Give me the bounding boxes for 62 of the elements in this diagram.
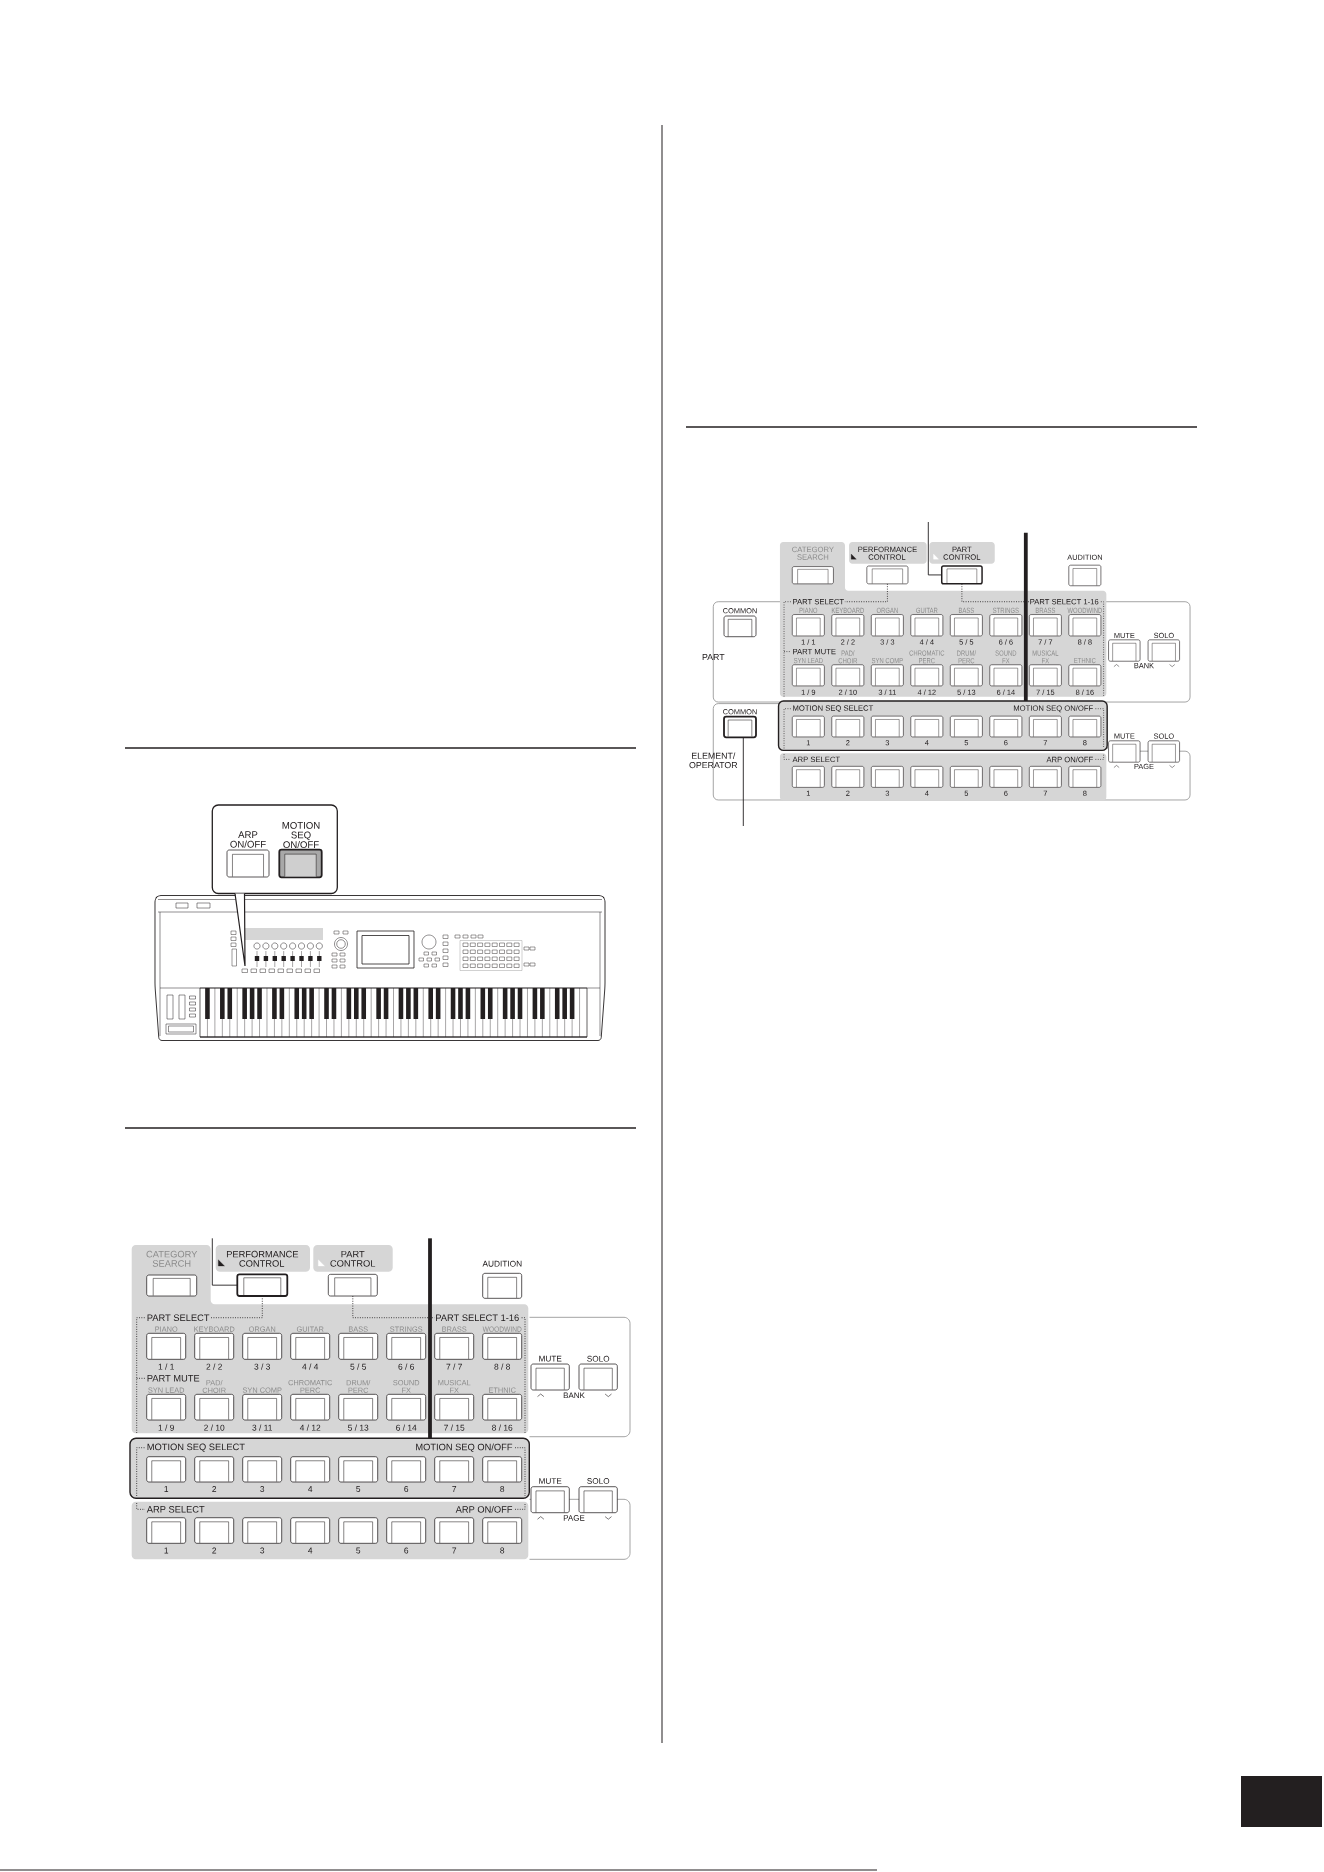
leader-line: [428, 1238, 432, 1439]
button-number: 5 / 5: [350, 1363, 366, 1370]
section-label: PART: [702, 654, 725, 661]
button-label: CATEGORY SEARCH: [146, 1250, 198, 1267]
button-label: AUDITION: [482, 1260, 522, 1267]
button-number: 5: [356, 1486, 361, 1492]
dotted-connector: [209, 1295, 263, 1319]
button-number: 4 / 12: [299, 1424, 321, 1431]
function-label: PAGE: [563, 1515, 585, 1521]
function-label: BANK: [563, 1392, 585, 1399]
group-heading: PART SELECT 1-16: [436, 1314, 519, 1321]
group-heading: PART MUTE: [147, 1375, 200, 1382]
dotted-connector: [844, 583, 888, 603]
button-label: ARP ON/OFF: [230, 831, 266, 848]
group-heading: MOTION SEQ SELECT: [147, 1443, 245, 1452]
button-number: 2: [212, 1486, 217, 1492]
button-number: 8: [500, 1486, 505, 1492]
group-heading: ARP SELECT: [146, 1506, 205, 1513]
button-number: 1 / 1: [158, 1363, 174, 1370]
group-heading: MOTION SEQ ON/OFF: [416, 1443, 513, 1452]
button-number: 3 / 3: [254, 1363, 270, 1370]
leader-line: [742, 736, 744, 827]
dotted-connector: [961, 583, 1030, 603]
button-number: 2 / 10: [204, 1424, 225, 1431]
button-label: MUTE: [539, 1355, 562, 1362]
button-number: 8 / 16: [492, 1424, 513, 1431]
leader-line: [211, 1237, 238, 1286]
button-number: 1 / 9: [158, 1424, 174, 1431]
button-number: 1: [164, 1486, 169, 1492]
button-number: 8 / 8: [494, 1363, 510, 1370]
group-heading: PART SELECT: [147, 1314, 210, 1321]
button-number: 6: [404, 1547, 409, 1554]
button-number: 8: [500, 1547, 505, 1554]
button-number: 3: [260, 1547, 265, 1554]
button-number: 5 / 13: [348, 1424, 369, 1431]
leader-line: [1023, 532, 1028, 701]
button-number: 5: [356, 1547, 361, 1554]
leader-line: [927, 521, 943, 576]
button-number: 4: [308, 1547, 313, 1554]
button-number: 2 / 2: [206, 1363, 222, 1370]
button-number: 6 / 6: [398, 1363, 414, 1370]
button-label: MUTE: [539, 1478, 562, 1484]
button-number: 7: [452, 1547, 457, 1554]
button-number: 4: [308, 1486, 313, 1492]
button-number: 2: [212, 1547, 217, 1554]
button-number: 3 / 11: [252, 1424, 272, 1431]
button-number: 1: [164, 1547, 169, 1554]
button-number: 7 / 7: [446, 1363, 462, 1370]
button-number: 7: [452, 1486, 457, 1492]
button-label: PART CONTROL: [330, 1250, 376, 1267]
button-number: 6: [404, 1486, 409, 1492]
button-number: 7 / 15: [444, 1424, 465, 1431]
group-heading: ARP ON/OFF: [455, 1505, 513, 1513]
button-number: 4 / 4: [302, 1363, 319, 1370]
button-label: MOTION SEQ ON/OFF: [282, 822, 320, 848]
button-label: PERFORMANCE CONTROL: [226, 1250, 299, 1267]
section-label: ELEMENT/ OPERATOR: [689, 752, 738, 769]
button-label: SOLO: [587, 1355, 610, 1362]
button-label: SOLO: [587, 1478, 610, 1484]
button-number: 3: [260, 1486, 265, 1492]
button-number: 6 / 14: [396, 1424, 417, 1431]
callout-pointer: [234, 892, 246, 967]
